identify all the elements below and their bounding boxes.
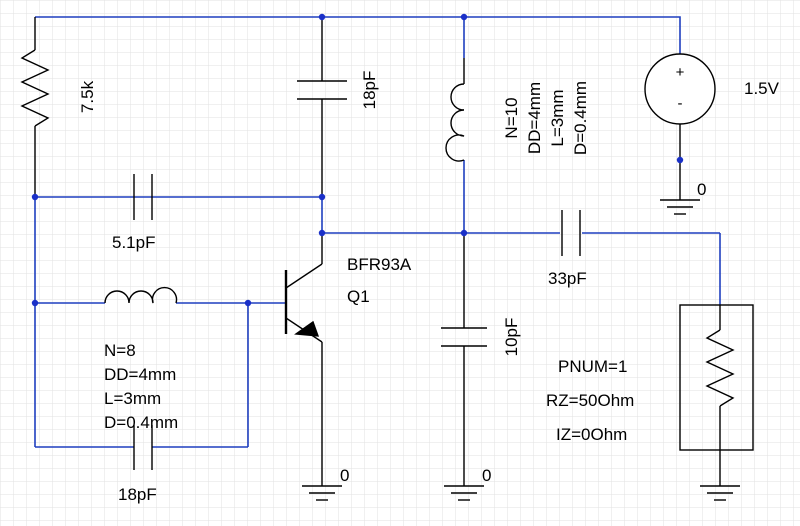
junction-dot [318, 193, 326, 201]
capacitor-collector[interactable] [441, 233, 487, 480]
junction-dot [460, 229, 468, 237]
transistor-part-label: BFR93A [347, 255, 412, 274]
junction-dot [318, 13, 326, 21]
inductor-tank-param: DD=4mm [525, 82, 544, 154]
capacitor-collector-label: 10pF [502, 318, 521, 357]
inductor-base[interactable] [104, 286, 178, 304]
ground-collector-cap [444, 480, 484, 501]
inductor-base-param: DD=4mm [104, 365, 176, 384]
wires [34, 16, 721, 448]
port-param: PNUM=1 [558, 357, 627, 376]
capacitor-feedback[interactable] [133, 174, 153, 220]
port-termination[interactable] [679, 304, 754, 480]
junction-dot [676, 156, 684, 164]
junctions [31, 13, 684, 307]
component-bodies [20, 17, 754, 501]
junction-dot [31, 299, 39, 307]
voltage-source[interactable] [644, 53, 716, 186]
inductor-tank-param: N=10 [502, 97, 521, 138]
capacitor-base[interactable] [133, 425, 153, 470]
capacitor-top[interactable] [297, 17, 347, 197]
junction-dot [460, 13, 468, 21]
source-minus-sign: - [678, 95, 683, 112]
inductor-tank-param: D=0.4mm [571, 81, 590, 155]
capacitor-base-label: 18pF [118, 485, 157, 504]
capacitor-output[interactable] [561, 210, 581, 256]
source-voltage-label: 1.5V [744, 79, 780, 98]
resistor-bias-label: 7.5k [78, 80, 97, 113]
port-param: RZ=50Ohm [546, 391, 634, 410]
port-param: IZ=0Ohm [556, 425, 627, 444]
inductor-tank[interactable] [445, 58, 465, 162]
junction-dot [31, 193, 39, 201]
junction-dot [318, 229, 326, 237]
capacitor-top-label: 18pF [360, 71, 379, 110]
inductor-base-param: N=8 [104, 341, 136, 360]
inductor-tank-param: L=3mm [548, 89, 567, 146]
inductor-base-param: D=0.4mm [104, 413, 178, 432]
source-plus-sign: + [676, 64, 685, 81]
junction-dot [244, 299, 252, 307]
ground-emitter [302, 480, 342, 501]
inductor-base-param: L=3mm [104, 389, 161, 408]
emitter-ground-label: 0 [340, 466, 349, 485]
resistor-bias[interactable] [20, 17, 50, 197]
capacitor-output-label: 33pF [548, 269, 587, 288]
transistor-ref-label: Q1 [347, 287, 370, 306]
ground-port [700, 480, 740, 501]
ground-source [660, 186, 700, 215]
capacitor-feedback-label: 5.1pF [112, 233, 155, 252]
top-rail-wire [35, 16, 681, 58]
collector-ground-label: 0 [482, 466, 491, 485]
source-ground-label: 0 [697, 180, 706, 199]
transistor-q1[interactable] [284, 233, 323, 480]
